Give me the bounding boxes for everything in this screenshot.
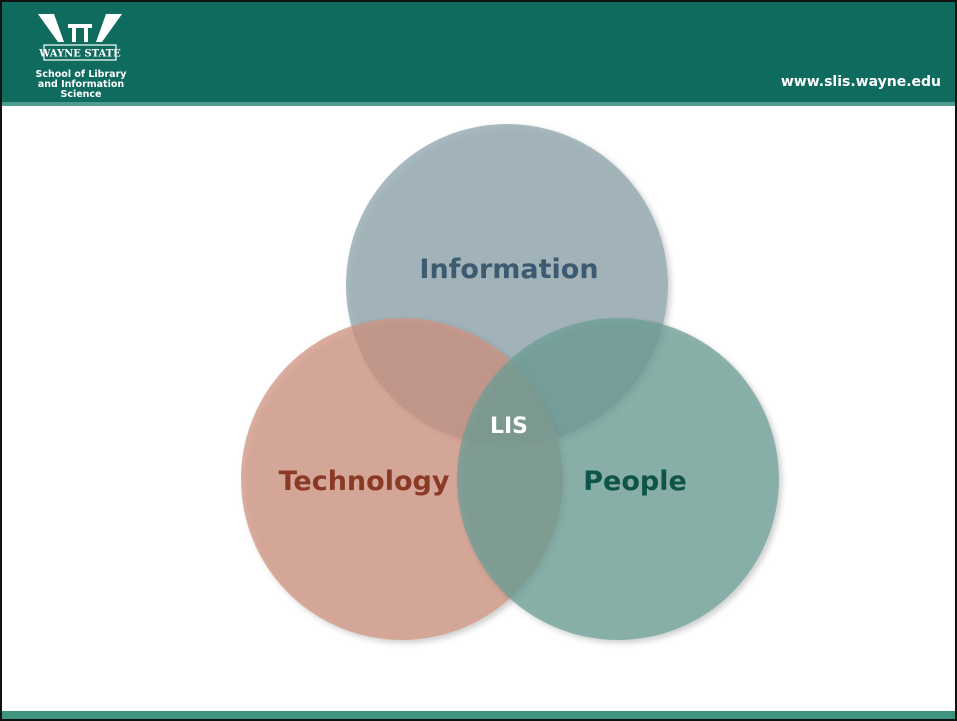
wayne-state-logo-mark: WAYNE STATE (38, 14, 122, 61)
venn-label-people: People (583, 466, 687, 497)
venn-label-information: Information (419, 254, 598, 285)
venn-circle-people (457, 318, 779, 640)
school-name-line1: School of Library (35, 69, 127, 80)
logo-w-right-icon (96, 14, 122, 42)
wayne-state-logo: WAYNE STATE School of Library and Inform… (16, 12, 146, 100)
venn-label-technology: Technology (279, 466, 450, 497)
footer-bar (2, 711, 955, 719)
logo-pi-icon (68, 24, 92, 42)
header-bar: WAYNE STATE School of Library and Inform… (2, 2, 955, 106)
school-name: School of Library and Information Scienc… (16, 70, 146, 100)
venn-center-label: LIS (490, 414, 528, 439)
venn-circles (241, 124, 779, 640)
logo-w-left-icon (38, 14, 64, 42)
school-name-line2: and Information Science (37, 79, 125, 100)
site-url: www.slis.wayne.edu (780, 74, 941, 90)
logo-wordmark: WAYNE STATE (38, 49, 121, 60)
